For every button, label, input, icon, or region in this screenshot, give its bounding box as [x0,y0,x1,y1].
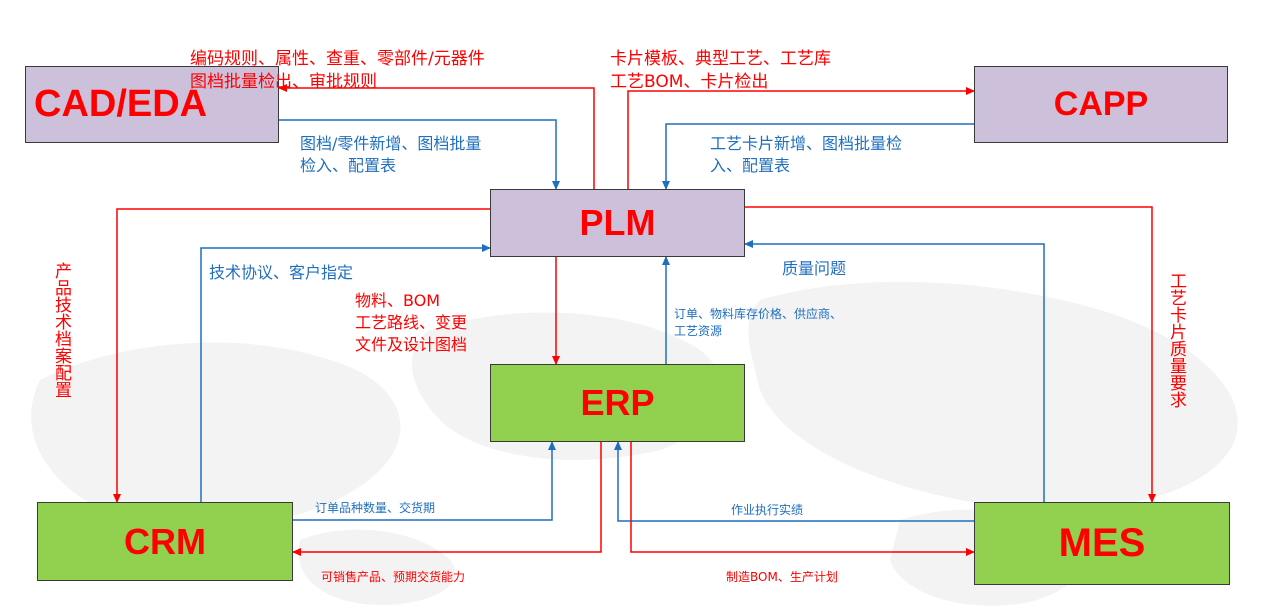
label-mes-to-plm: 质量问题 [782,259,847,278]
connector-plm-to-capp [627,87,975,189]
label-plm-to-erp-1: 物料、BOM [355,291,441,310]
label-capp-to-plm-1: 工艺卡片新增、图档批量检 [710,134,903,153]
node-mes-label: MES [1058,521,1146,565]
connector-erp-to-mes [630,442,975,556]
node-capp: CAPP [974,66,1228,143]
node-erp-label: ERP [580,382,655,423]
node-cad-eda-label: CAD/EDA [34,83,208,125]
connector-plm-to-mes [745,206,1156,503]
label-capp-to-plm-2: 入、配置表 [710,156,791,175]
node-capp-label: CAPP [1053,85,1149,123]
connector-crm-to-plm [200,244,491,502]
label-plm-to-crm: 产品技术档案配置 [51,262,71,398]
label-cad-to-plm-1: 图档/零件新增、图档批量 [300,134,482,153]
connector-plm-to-cad [278,84,595,189]
label-erp-to-crm: 可销售产品、预期交货能力 [321,570,466,584]
label-plm-to-capp-2: 工艺BOM、卡片检出 [610,72,769,92]
connector-cad-to-plm [279,119,560,190]
node-erp: ERP [490,364,745,442]
node-mes: MES [974,502,1230,585]
label-plm-to-capp-1: 卡片模板、典型工艺、工艺库 [610,49,831,69]
label-plm-to-mes: 工艺卡片质量要求 [1166,272,1186,408]
label-crm-to-plm: 技术协议、客户指定 [209,263,354,282]
node-crm: CRM [37,502,293,581]
label-erp-to-plm-2: 工艺资源 [674,324,723,338]
node-plm: PLM [490,189,745,257]
connector-plm-to-crm [113,208,490,503]
label-plm-to-erp-3: 文件及设计图档 [355,335,468,354]
label-erp-to-plm-1: 订单、物料库存价格、供应商、 [674,307,843,321]
node-plm-label: PLM [579,202,656,243]
label-plm-to-cad-1: 编码规则、属性、查重、零部件/元器件 [190,49,485,69]
connector-mes-to-plm [744,240,1045,502]
label-erp-to-mes: 制造BOM、生产计划 [726,570,838,584]
node-crm-label: CRM [124,520,206,562]
connector-capp-to-plm [662,123,974,190]
label-crm-to-erp: 订单品种数量、交货期 [315,501,436,515]
label-plm-to-erp-2: 工艺路线、变更 [355,313,468,332]
connector-mes-to-erp [614,441,974,522]
label-cad-to-plm-2: 检入、配置表 [300,156,397,175]
label-mes-to-erp: 作业执行实绩 [731,503,804,517]
connector-erp-to-crm [292,442,602,556]
connector-crm-to-erp [293,441,556,521]
label-plm-to-cad-2: 图档批量检出、审批规则 [190,72,377,92]
node-cad-eda: CAD/EDA [25,66,279,143]
